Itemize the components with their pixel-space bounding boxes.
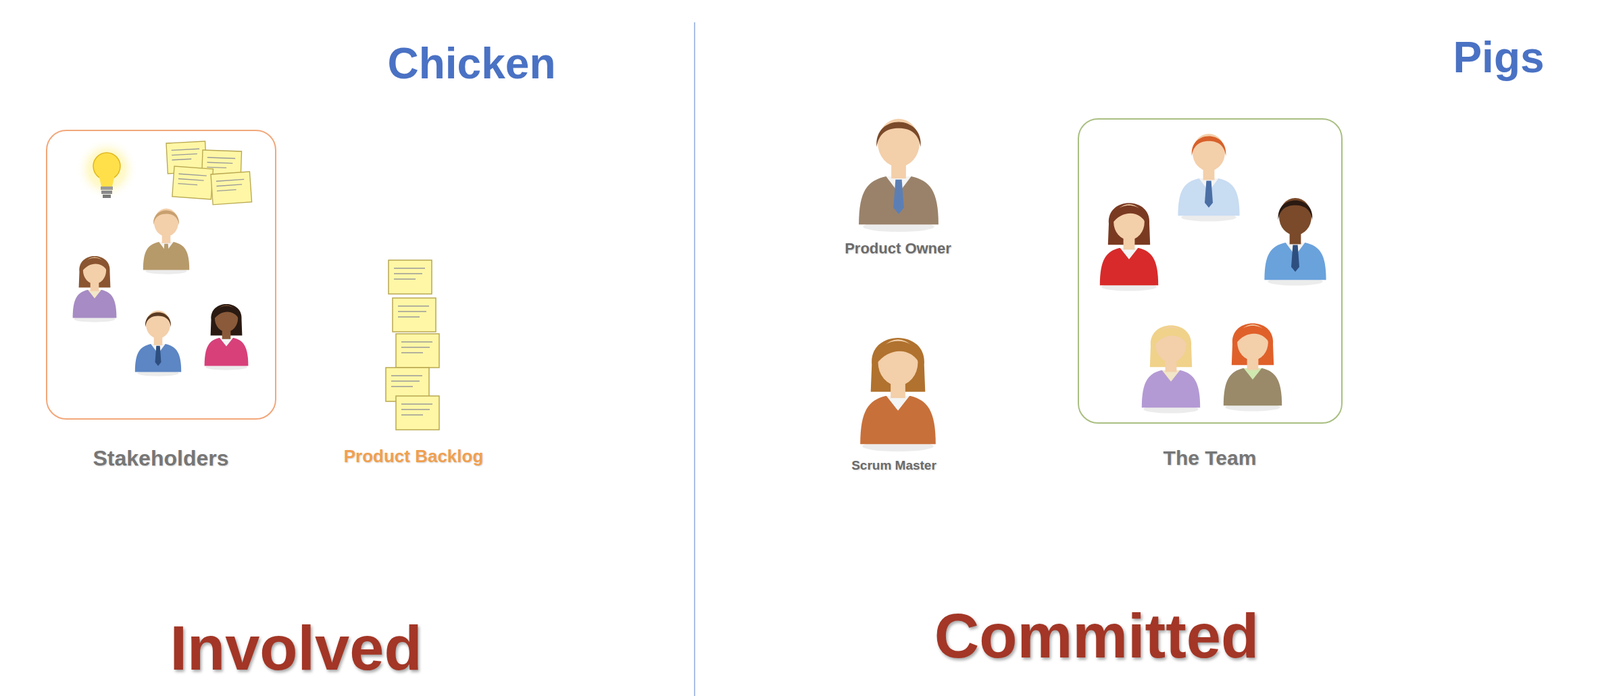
role-label: Product Owner [844,239,952,257]
team-member [1264,197,1326,286]
lightbulb-icon [75,137,138,200]
group-label: The Team [1163,446,1257,471]
sticky-notes [166,141,253,205]
team-member [1141,325,1200,413]
stakeholder-group: Stakeholders [45,129,277,420]
backlog-stack [385,260,440,430]
divider-line [693,22,696,696]
artifact-label: Product Backlog [343,446,484,467]
group-label: Stakeholders [93,445,230,471]
team-member [1177,133,1240,222]
team-group: The Team [1077,118,1343,424]
stakeholder-person [143,208,190,275]
stakeholder-person [72,256,117,323]
role-label: Scrum Master [851,458,937,473]
stakeholder-person [135,310,182,377]
scrum-master-icon [860,337,936,452]
section-heading: Chicken [387,39,557,90]
commitment-word: Committed [934,600,1259,673]
stakeholder-person [204,304,249,371]
team-member [1100,202,1159,291]
commitment-word: Involved [169,612,422,685]
section-heading: Pigs [1452,33,1544,84]
product-owner-icon [858,118,939,232]
team-member [1223,322,1282,411]
